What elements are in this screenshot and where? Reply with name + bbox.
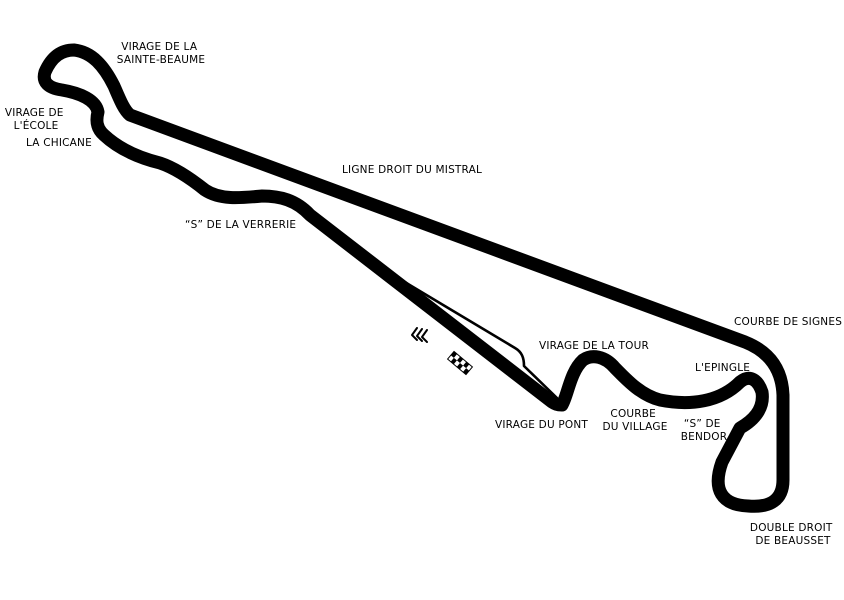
label-bendor-line1: “S” DE	[684, 418, 721, 430]
circuit-track	[37, 43, 790, 513]
label-beausset-line2: DE BEAUSSET	[755, 535, 831, 547]
label-village: COURBE DU VILLAGE	[602, 408, 667, 433]
label-tour-line1: VIRAGE DE LA TOUR	[539, 340, 649, 352]
label-pont: VIRAGE DU PONT	[495, 419, 588, 431]
label-beausset: DOUBLE DROIT DE BEAUSSET	[750, 522, 836, 547]
label-bendor-line2: BENDOR	[681, 431, 728, 443]
circuit-link-road	[396, 276, 559, 400]
label-village-line2: DU VILLAGE	[602, 421, 667, 433]
label-ecole-line1: VIRAGE DE	[5, 107, 64, 119]
label-ecole-line2: L'ÉCOLE	[14, 119, 59, 132]
label-sainte-baume-line2: SAINTE-BEAUME	[117, 54, 205, 66]
label-mistral: LIGNE DROIT DU MISTRAL	[342, 164, 482, 176]
label-mistral-line1: LIGNE DROIT DU MISTRAL	[342, 164, 482, 176]
label-epingle-line1: L'EPINGLE	[695, 362, 750, 374]
label-chicane: LA CHICANE	[26, 137, 92, 149]
label-bendor: “S” DE BENDOR	[681, 418, 728, 443]
label-tour: VIRAGE DE LA TOUR	[539, 340, 649, 352]
label-signes-line1: COURBE DE SIGNES	[734, 316, 842, 328]
label-sainte-baume-line1: VIRAGE DE LA	[121, 41, 198, 53]
direction-chevrons-icon	[411, 327, 428, 343]
label-beausset-line1: DOUBLE DROIT	[750, 522, 833, 534]
label-chicane-line1: LA CHICANE	[26, 137, 92, 149]
label-sainte-baume: VIRAGE DE LA SAINTE-BEAUME	[117, 41, 205, 66]
checkered-flag-icon	[446, 350, 474, 376]
label-ecole: VIRAGE DE L'ÉCOLE	[5, 107, 67, 132]
label-verrerie: “S” DE LA VERRERIE	[185, 219, 296, 231]
label-verrerie-line1: “S” DE LA VERRERIE	[185, 219, 296, 231]
label-village-line1: COURBE	[610, 408, 656, 420]
label-pont-line1: VIRAGE DU PONT	[495, 419, 588, 431]
label-epingle: L'EPINGLE	[695, 362, 750, 374]
label-signes: COURBE DE SIGNES	[734, 316, 842, 328]
